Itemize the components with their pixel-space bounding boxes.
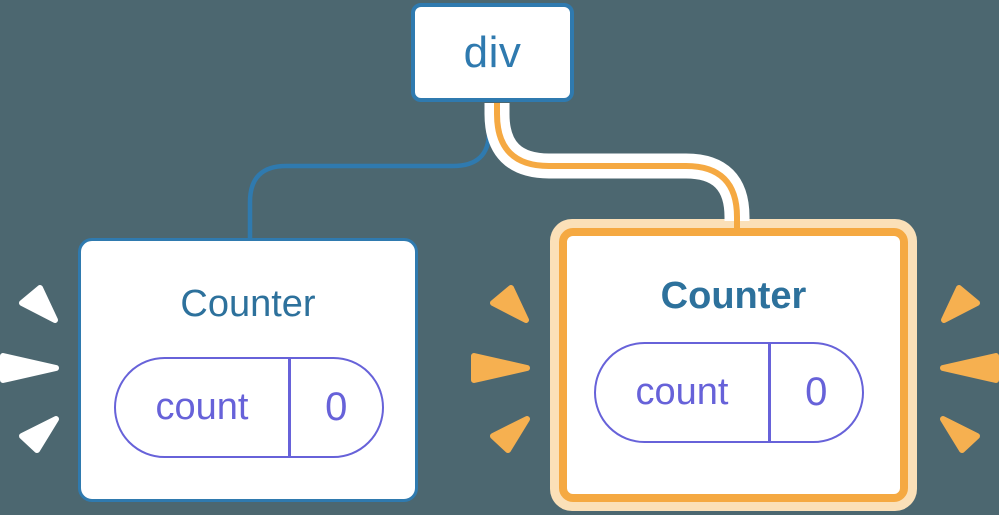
state-pill: count 0 — [114, 357, 384, 458]
state-key-label: count — [635, 371, 729, 413]
pill-divider — [288, 359, 291, 456]
sparkle-icon — [19, 285, 58, 323]
root-node-label: div — [463, 27, 522, 77]
state-value: 0 — [325, 385, 348, 429]
edge-to-right-counter — [494, 103, 740, 236]
sparkle-icon — [471, 353, 530, 383]
burst-marks-left — [0, 285, 59, 453]
sparkle-icon — [940, 416, 980, 453]
counter-node-right: Counter count 0 — [559, 228, 908, 502]
counter-node-right-highlight-ring: Counter count 0 — [550, 219, 917, 511]
state-key-label: count — [155, 386, 249, 428]
sparkle-icon — [940, 353, 999, 383]
sparkle-icon — [490, 416, 530, 453]
burst-marks-right — [940, 285, 999, 453]
sparkle-icon — [19, 416, 59, 453]
sparkle-icon — [941, 285, 980, 323]
sparkle-icon — [0, 353, 59, 383]
state-pill: count 0 — [594, 342, 864, 443]
edge-to-left-counter — [247, 103, 492, 238]
state-value: 0 — [805, 370, 828, 414]
root-node-div: div — [411, 3, 574, 102]
burst-marks-middle — [471, 285, 530, 453]
edge-to-right-counter-casing — [484, 103, 750, 221]
sparkle-icon — [490, 285, 529, 323]
pill-divider — [768, 344, 771, 441]
counter-title: Counter — [660, 275, 807, 317]
counter-node-left: Counter count 0 — [78, 238, 418, 502]
counter-title: Counter — [180, 283, 316, 325]
